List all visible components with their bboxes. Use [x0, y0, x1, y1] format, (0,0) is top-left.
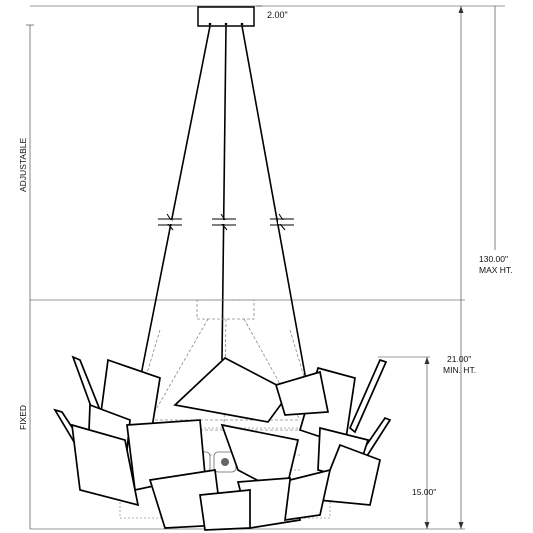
ghost-canopy: [196, 299, 255, 320]
max-height-arrow-top: [458, 6, 464, 13]
cable-center: [221, 25, 227, 361]
petal-panel: [274, 370, 330, 416]
cable-right: [241, 25, 307, 381]
min-height-label: MIN. HT.: [443, 365, 476, 375]
max-height-label: MAX HT.: [479, 265, 513, 275]
break-mark-center: [212, 213, 236, 231]
canopy-width-label: 2.00": [267, 10, 288, 20]
min-height-value: 21.00": [447, 354, 471, 364]
canopy: [197, 6, 255, 27]
petal-panel: [173, 356, 292, 423]
petal-panel: [284, 468, 332, 521]
adjustable-zone-label: ADJUSTABLE: [18, 138, 28, 192]
suspension-cables: [139, 25, 307, 381]
petal-panels: [53, 355, 392, 531]
min-height-arrow-top: [424, 357, 430, 364]
petal-spike: [348, 358, 388, 434]
petal-panel: [71, 423, 140, 507]
cable-left: [139, 25, 211, 381]
dimension-lines: [26, 5, 505, 530]
max-height-value: 130.00": [479, 254, 508, 264]
break-mark-right: [270, 213, 294, 231]
fixture-height-value: 15.00": [412, 487, 436, 497]
min-height-arrow-bottom: [424, 522, 430, 529]
break-mark-left: [158, 213, 182, 231]
cable-break-marks: [158, 213, 294, 231]
max-height-arrow-bottom: [458, 522, 464, 529]
petal-panel: [199, 489, 251, 531]
fixed-zone-label: FIXED: [18, 405, 28, 430]
